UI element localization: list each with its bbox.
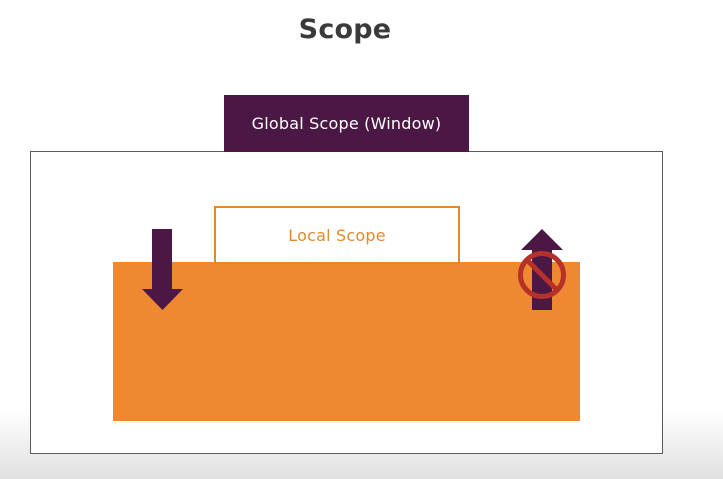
local-scope-area bbox=[113, 262, 580, 421]
slide-title: Scope bbox=[298, 14, 392, 45]
global-scope-label: Global Scope (Window) bbox=[251, 114, 442, 133]
local-scope-label-box: Local Scope bbox=[214, 206, 460, 264]
local-scope-label: Local Scope bbox=[288, 225, 386, 245]
global-scope-label-box: Global Scope (Window) bbox=[224, 95, 469, 152]
